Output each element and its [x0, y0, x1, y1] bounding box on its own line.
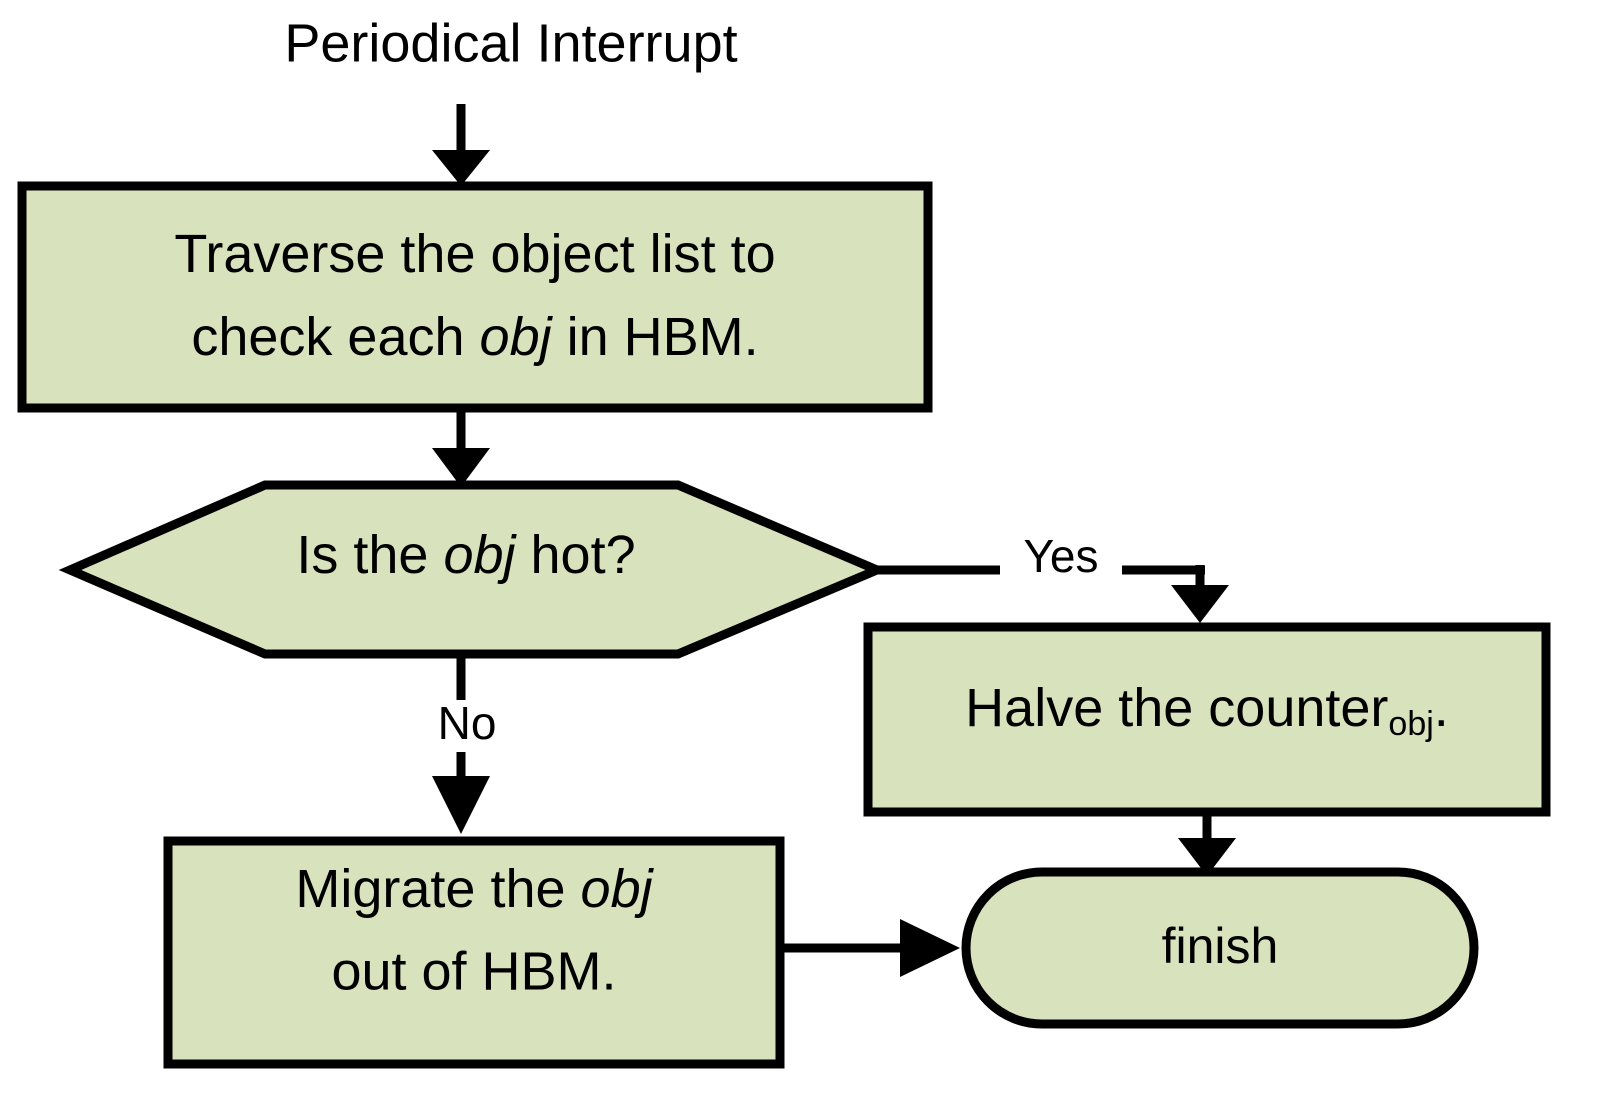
- edge-label-yes: Yes: [1023, 530, 1098, 582]
- migrate-box-line1: Migrate the obj: [295, 859, 654, 919]
- traverse-box-line1: Traverse the object list to: [174, 224, 775, 284]
- arrow-head-icon: [900, 919, 960, 977]
- arrow-head-icon: [432, 448, 490, 487]
- finish-label: finish: [1162, 918, 1279, 974]
- arrow-head-icon: [432, 776, 490, 834]
- edge-entry-to-traverse: [432, 104, 490, 186]
- node-migrate-box[interactable]: Migrate the obj out of HBM.: [163, 836, 785, 1069]
- edge-label-no: No: [438, 697, 497, 749]
- decision-label: Is the obj hot?: [296, 525, 635, 585]
- traverse-box-line2: check each obj in HBM.: [191, 307, 758, 367]
- edge-traverse-to-decision: [432, 408, 490, 487]
- edge-yes-branch: Yes: [877, 530, 1229, 623]
- node-halve-counter-box[interactable]: Halve the counterobj.: [863, 622, 1551, 817]
- node-traverse-box[interactable]: Traverse the object list to check each o…: [17, 181, 933, 413]
- edge-migrate-to-finish: [780, 919, 960, 977]
- node-decision-is-obj-hot[interactable]: Is the obj hot?: [58, 480, 889, 659]
- edge-no-branch: No: [432, 654, 496, 834]
- arrow-head-icon: [1178, 838, 1236, 876]
- entry-label: Periodical Interrupt: [284, 13, 737, 73]
- node-finish-terminator[interactable]: finish: [961, 867, 1479, 1029]
- finish-pill-shape: [961, 867, 1479, 1029]
- edge-halve-to-finish: [1178, 812, 1236, 876]
- arrow-head-icon: [1171, 585, 1229, 623]
- traverse-box-shape: [17, 181, 933, 413]
- migrate-box-line2: out of HBM.: [331, 941, 616, 1001]
- arrow-head-icon: [432, 150, 490, 186]
- decision-hexagon-shape: [58, 480, 889, 659]
- halve-box-label: Halve the counterobj.: [965, 678, 1449, 743]
